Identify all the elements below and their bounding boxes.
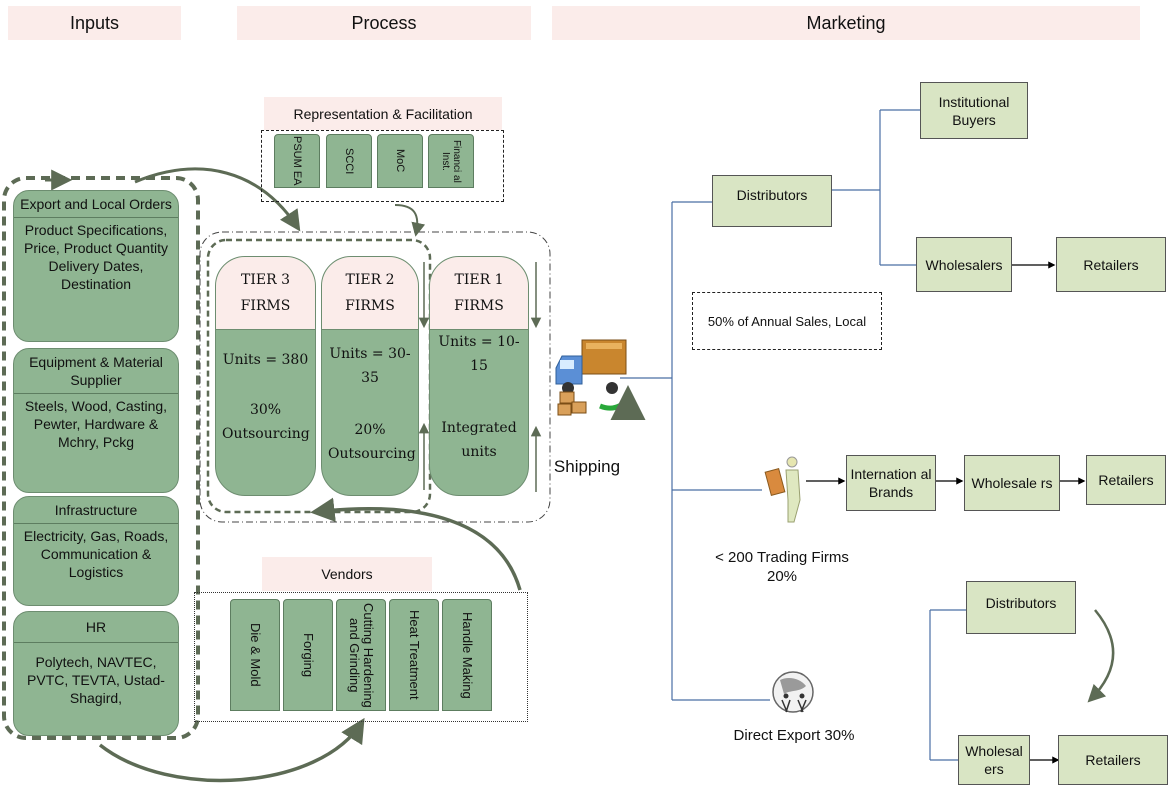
tier-3-name: TIER 3 FIRMS xyxy=(216,257,315,330)
input-orders-title: Export and Local Orders xyxy=(14,191,178,218)
representation-title: Representation & Facilitation xyxy=(264,97,502,130)
tier-2-units: Units = 30-35 xyxy=(329,346,411,386)
export-wholesalers: Wholesal ers xyxy=(958,735,1030,785)
tier-2-note: 20% Outsourcing xyxy=(328,422,416,462)
input-equipment-title: Equipment & Material Supplier xyxy=(14,349,178,394)
header-marketing: Marketing xyxy=(552,6,1140,40)
input-orders-body: Product Specifications, Price, Product Q… xyxy=(24,222,168,292)
vendors-frame xyxy=(194,592,528,722)
input-infrastructure-title: Infrastructure xyxy=(14,497,178,524)
input-equipment: Equipment & Material Supplier Steels, Wo… xyxy=(13,348,179,493)
trading-retailers: Retailers xyxy=(1086,455,1166,505)
globe-export-icon xyxy=(772,671,814,713)
delivery-truck-icon xyxy=(555,339,646,421)
vendor-forging: Forging xyxy=(283,599,333,711)
tier-3-card: TIER 3 FIRMS Units = 380 30% Outsourcing xyxy=(215,256,316,496)
trading-firms-label: < 200 Trading Firms 20% xyxy=(715,549,849,585)
representation-frame xyxy=(261,130,504,202)
process-dashdot-frame xyxy=(199,231,551,523)
header-inputs: Inputs xyxy=(8,6,181,40)
input-hr: HR Polytech, NAVTEC, PVTC, TEVTA, Ustad-… xyxy=(13,611,179,736)
inputs-dashed-frame xyxy=(2,176,200,740)
export-distributors: Distributors xyxy=(966,581,1076,634)
tier-1-card: TIER 1 FIRMS Units = 10-15 Integrated un… xyxy=(429,256,529,496)
local-distributors: Distributors xyxy=(712,175,832,227)
input-orders: Export and Local Orders Product Specific… xyxy=(13,190,179,342)
tier-2-name: TIER 2 FIRMS xyxy=(322,257,418,330)
institutional-buyers: Institutional Buyers xyxy=(920,82,1028,139)
local-sales-note: 50% of Annual Sales, Local xyxy=(692,292,882,350)
curve-arrow-export xyxy=(1087,609,1115,703)
curve-arrow-rep-down xyxy=(394,204,426,237)
tier-1-name: TIER 1 FIRMS xyxy=(430,257,528,330)
rep-item-financial: Financi al Inst. xyxy=(428,134,474,188)
export-retailers: Retailers xyxy=(1058,735,1168,785)
input-hr-body: Polytech, NAVTEC, PVTC, TEVTA, Ustad-Sha… xyxy=(27,654,165,706)
vendors-title: Vendors xyxy=(262,557,432,591)
input-infrastructure: Infrastructure Electricity, Gas, Roads, … xyxy=(13,496,179,606)
shipping-label: Shipping xyxy=(553,457,621,476)
curve-arrow-vendor-up xyxy=(310,497,522,591)
local-wholesalers: Wholesalers xyxy=(916,237,1012,292)
local-retailers: Retailers xyxy=(1056,237,1166,292)
input-infrastructure-body: Electricity, Gas, Roads, Communication &… xyxy=(23,528,169,580)
curve-arrow-top xyxy=(134,167,301,232)
tier-3-units: Units = 380 xyxy=(222,352,309,368)
vendor-handle-making: Handle Making xyxy=(442,599,492,711)
direct-export-label: Direct Export 30% xyxy=(733,727,855,744)
tier-1-note: Integrated units xyxy=(441,420,517,460)
vendor-cutting: Cutting Hardening and Grinding xyxy=(336,599,386,711)
rep-item-psumea: PSUM EA xyxy=(274,134,320,188)
international-brands: Internation al Brands xyxy=(846,455,936,511)
input-equipment-body: Steels, Wood, Casting, Pewter, Hardware … xyxy=(24,398,168,450)
trader-figure-icon xyxy=(764,456,801,523)
tier-2-card: TIER 2 FIRMS Units = 30-35 20% Outsourci… xyxy=(321,256,419,496)
tier-1-units: Units = 10-15 xyxy=(438,334,520,374)
header-process: Process xyxy=(237,6,531,40)
input-hr-title: HR xyxy=(14,612,178,643)
curve-arrow-bottom xyxy=(98,717,365,783)
trading-wholesalers: Wholesale rs xyxy=(964,455,1060,511)
rep-item-scci: SCCI xyxy=(326,134,372,188)
vendor-heat-treatment: Heat Treatment xyxy=(389,599,439,711)
rep-item-moc: MoC xyxy=(377,134,423,188)
tier-3-note: 30% Outsourcing xyxy=(222,402,310,442)
vendor-die-mold: Die & Mold xyxy=(230,599,280,711)
